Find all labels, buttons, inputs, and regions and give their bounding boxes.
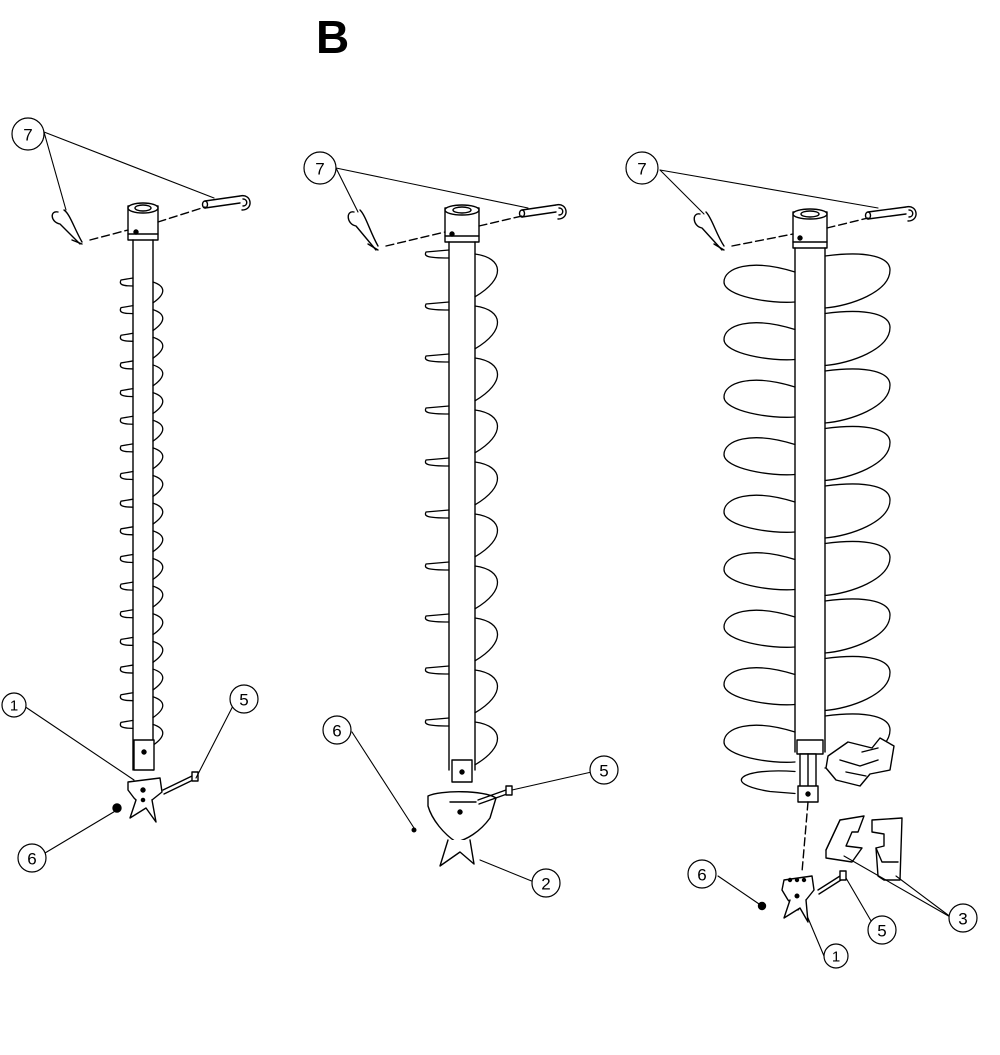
- auger-c-tooth-1: [825, 815, 865, 863]
- auger-c-tooth-holders: [825, 737, 895, 787]
- callout-b6: 6: [332, 722, 341, 741]
- flight-segment: [119, 360, 164, 387]
- auger-a-nut: [112, 803, 122, 813]
- flight-segment: [119, 387, 164, 415]
- auger-a-clip: [51, 209, 83, 245]
- callout-c5: 5: [877, 922, 886, 941]
- callout-a6: 6: [27, 850, 36, 869]
- flight-segment: [723, 253, 891, 309]
- auger-a-bolt: [162, 771, 199, 795]
- flight-segment: [119, 636, 164, 663]
- callout-c5-circle: [867, 915, 897, 945]
- flight-segment: [119, 609, 164, 636]
- auger-c-bolt: [817, 870, 847, 895]
- flight-segment: [424, 301, 499, 350]
- auger-b: [347, 204, 567, 867]
- flight-segment: [723, 540, 891, 597]
- flight-segment: [723, 655, 891, 712]
- auger-c-bit: [781, 875, 815, 923]
- flight-segment: [119, 277, 164, 304]
- flight-segment: [424, 561, 499, 610]
- auger-a: [51, 195, 251, 823]
- auger-a-bit: [127, 777, 163, 823]
- auger-b-bit: [427, 791, 497, 867]
- auger-c-flighting: [723, 253, 891, 795]
- flight-segment: [424, 405, 499, 454]
- flight-segment: [424, 665, 499, 714]
- flight-segment: [723, 425, 891, 482]
- flight-segment: [424, 249, 499, 298]
- leader-lines: [23, 131, 953, 957]
- auger-a-flighting: [119, 277, 164, 746]
- flight-segment: [119, 304, 164, 332]
- flight-segment: [119, 581, 164, 608]
- flight-segment: [119, 553, 164, 581]
- auger-b-collar: [444, 204, 480, 243]
- callout-c6-circle: [687, 859, 717, 889]
- callout-c3: 3: [958, 910, 967, 929]
- flight-segment: [424, 353, 499, 402]
- flight-segment: [119, 470, 164, 498]
- auger-c-collar: [792, 208, 828, 249]
- diagram-title: B: [316, 11, 350, 63]
- auger-b-clip: [347, 209, 379, 251]
- auger-c-clip: [693, 211, 725, 251]
- auger-b-pin: [518, 204, 567, 220]
- callout-c6: 6: [697, 866, 706, 885]
- flight-segment: [424, 717, 499, 766]
- callout-c1-circle: [823, 943, 849, 969]
- callout-c7-circle: [625, 151, 659, 185]
- flight-segment: [119, 498, 164, 525]
- flight-segment: [119, 415, 164, 442]
- callout-b5-circle: [589, 755, 619, 785]
- callout-a7-circle: [11, 117, 45, 151]
- callout-b7-circle: [303, 151, 337, 185]
- flight-segment: [424, 509, 499, 558]
- callout-a5-circle: [229, 684, 259, 714]
- flight-segment: [723, 368, 891, 424]
- flight-segment: [740, 770, 796, 795]
- callout-b2-circle: [531, 868, 561, 898]
- auger-c-pin: [864, 206, 917, 222]
- callout-b6-circle: [322, 715, 352, 745]
- flight-segment: [119, 692, 164, 719]
- callout-circles: [1, 117, 978, 969]
- callout-b5: 5: [599, 762, 608, 781]
- callout-c1: 1: [832, 949, 840, 966]
- callout-a5: 5: [239, 691, 248, 710]
- callout-c3-circle: [948, 903, 978, 933]
- auger-c: [693, 206, 917, 923]
- auger-a-pin: [201, 195, 251, 211]
- auger-c-tooth-2: [871, 817, 903, 881]
- flight-segment: [424, 613, 499, 662]
- callout-b7: 7: [315, 160, 324, 179]
- auger-b-nut: [411, 827, 417, 833]
- callout-a7: 7: [23, 126, 32, 145]
- flight-segment: [119, 664, 164, 691]
- flight-segment: [424, 457, 499, 506]
- flight-segment: [723, 598, 891, 654]
- flight-segment: [119, 443, 164, 470]
- callout-a6-circle: [17, 843, 47, 873]
- flight-segment: [723, 310, 891, 367]
- callout-labels: 7 1 5 6 7 6 5 2 7 6 5 3 1: [10, 126, 968, 966]
- callout-a1: 1: [10, 698, 18, 715]
- flight-segment: [119, 526, 164, 553]
- callout-a1-circle: [1, 692, 27, 718]
- auger-b-flighting: [424, 249, 499, 766]
- flight-segment: [119, 719, 164, 746]
- flight-segment: [119, 332, 164, 359]
- callout-c7: 7: [637, 160, 646, 179]
- callout-b2: 2: [541, 875, 550, 894]
- auger-a-collar: [127, 202, 159, 241]
- flight-segment: [723, 483, 891, 539]
